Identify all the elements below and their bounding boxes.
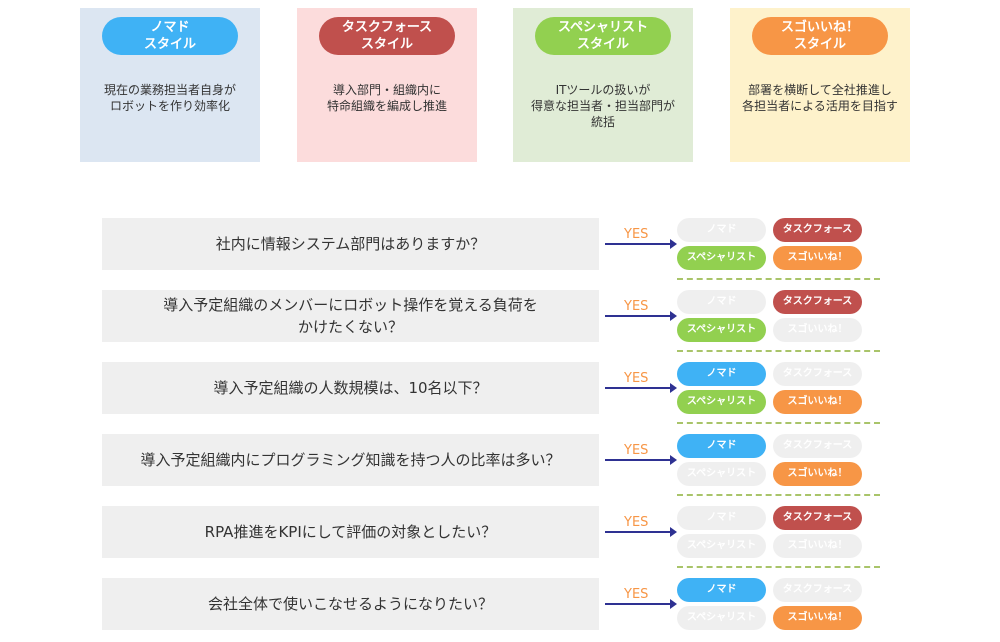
divider [677,278,880,280]
badge-sugoi: スゴいいね！ [773,318,862,342]
badge-spec: スペシャリスト [677,390,766,414]
arrow-icon [605,455,677,465]
badge-task: タスクフォース [773,290,862,314]
style-title-line: スペシャリスト [557,20,649,35]
yes-label: YES [624,515,649,530]
badge-nomad: ノマド [677,290,766,314]
badge-nomad: ノマド [677,434,766,458]
badge-task: タスクフォース [773,362,862,386]
arrow-icon [605,383,677,393]
style-title-line: スタイル [360,37,413,52]
style-description: 導入部門・組織内に特命組織を編成し推進 [326,83,447,113]
arrow-icon [605,527,677,537]
question-box: 導入予定組織のメンバーにロボット操作を覚える負荷をかけたくない？ [102,290,599,342]
yes-label: YES [624,299,649,314]
style-description: 部署を横断して全社推進し各担当者による活用を目指す [742,83,898,113]
badge-spec: スペシャリスト [677,534,766,558]
question-box: 導入予定組織内にプログラミング知識を持つ人の比率は多い？ [102,434,599,486]
style-card-task: タスクフォーススタイル 導入部門・組織内に特命組織を編成し推進 [297,8,477,162]
divider [677,494,880,496]
badge-task: タスクフォース [773,434,862,458]
badge-spec: スペシャリスト [677,318,766,342]
style-description: 現在の業務担当者自身がロボットを作り効率化 [103,83,236,113]
badge-nomad: ノマド [677,218,766,242]
badge-sugoi: スゴいいね！ [773,246,862,270]
yes-label: YES [624,371,649,386]
badge-spec: スペシャリスト [677,462,766,486]
badge-spec: スペシャリスト [677,246,766,270]
style-title-task: タスクフォーススタイル [319,17,455,55]
style-title-line: スゴいいね！ [780,20,859,35]
yes-label: YES [624,443,649,458]
style-title-line: スタイル [793,37,846,52]
style-title-line: スタイル [143,37,196,52]
question-box: 社内に情報システム部門はありますか？ [102,218,599,270]
badge-sugoi: スゴいいね！ [773,606,862,630]
badge-sugoi: スゴいいね！ [773,534,862,558]
yes-label: YES [624,227,649,242]
divider [677,566,880,568]
question-box: RPA推進をKPIにして評価の対象としたい？ [102,506,599,558]
arrow-icon [605,599,677,609]
divider [677,350,880,352]
style-title-sugoi: スゴいいね！ スタイル [752,17,888,55]
style-title-line: タスクフォース [341,20,433,35]
badge-nomad: ノマド [677,506,766,530]
badge-sugoi: スゴいいね！ [773,390,862,414]
style-title-line: ノマド [150,20,190,35]
badge-task: タスクフォース [773,506,862,530]
style-title-spec: スペシャリストスタイル [535,17,671,55]
badge-spec: スペシャリスト [677,606,766,630]
style-title-line: スタイル [576,37,629,52]
arrow-icon [605,311,677,321]
yes-label: YES [624,587,649,602]
badge-sugoi: スゴいいね！ [773,462,862,486]
badge-task: タスクフォース [773,578,862,602]
style-description: ITツールの扱いが得意な担当者・担当部門が統括 [530,83,675,129]
badge-task: タスクフォース [773,218,862,242]
style-card-spec: スペシャリストスタイル ITツールの扱いが得意な担当者・担当部門が統括 [513,8,693,162]
badge-nomad: ノマド [677,578,766,602]
style-card-sugoi: スゴいいね！ スタイル 部署を横断して全社推進し各担当者による活用を目指す [730,8,910,162]
divider [677,422,880,424]
style-title-nomad: ノマドスタイル [102,17,238,55]
badge-nomad: ノマド [677,362,766,386]
style-card-nomad: ノマドスタイル 現在の業務担当者自身がロボットを作り効率化 [80,8,260,162]
arrow-icon [605,239,677,249]
question-box: 導入予定組織の人数規模は、10名以下？ [102,362,599,414]
question-box: 会社全体で使いこなせるようになりたい？ [102,578,599,630]
